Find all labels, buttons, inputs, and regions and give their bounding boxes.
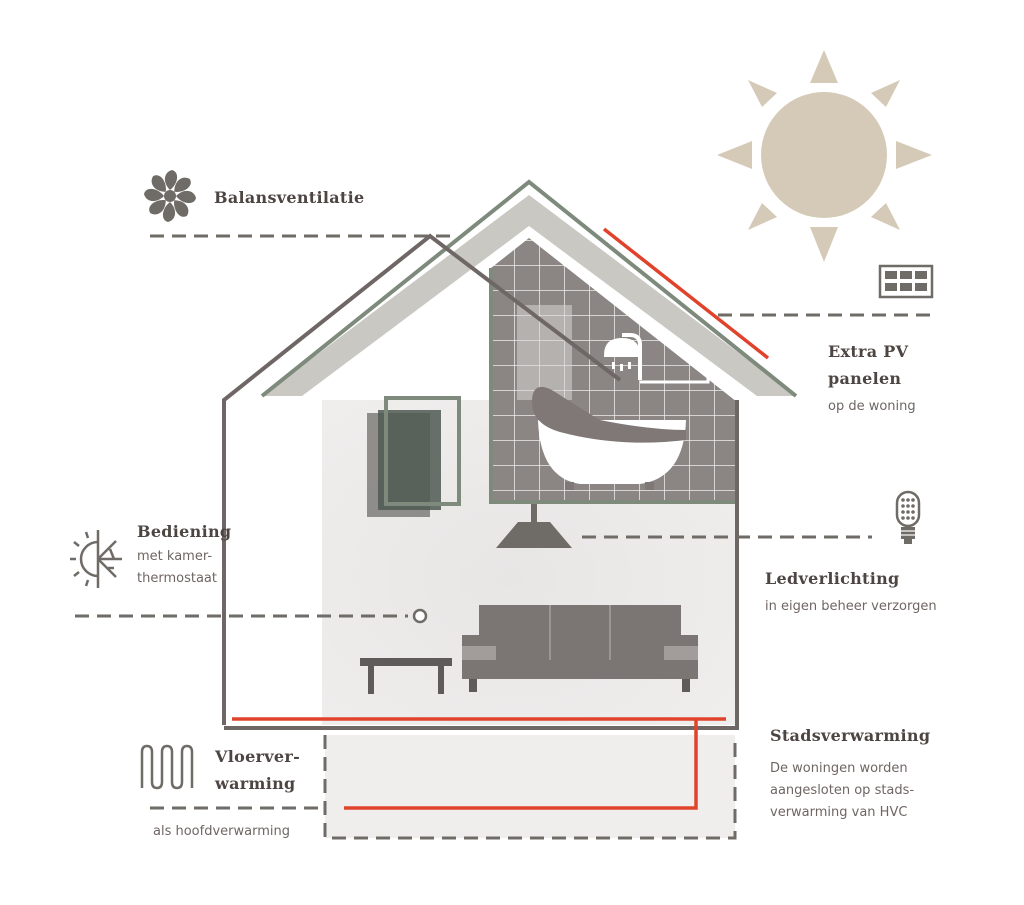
shower-icon	[603, 333, 710, 384]
label-vloer-title-line2: warming	[215, 774, 296, 793]
solar-panel-icon	[878, 264, 934, 299]
window	[367, 396, 461, 517]
ceiling-lamp-icon	[496, 504, 572, 548]
coffee-table-icon	[360, 658, 452, 694]
label-vloer-title: Vloerver- warming	[215, 743, 300, 797]
label-pv-sub: op de woning	[828, 399, 916, 414]
bathroom	[489, 238, 737, 504]
fan-icon	[144, 170, 196, 222]
house-outline-right	[224, 400, 739, 730]
leader-lines	[75, 234, 938, 810]
label-vloer-title-line1: Vloerver-	[215, 747, 301, 766]
label-bediening-sub-line2: thermostaat	[137, 571, 217, 586]
label-bediening-sub: met kamer- thermostaat	[137, 546, 217, 590]
label-stads-title: Stadsverwarming	[770, 726, 931, 745]
label-stads-sub-line1: De woningen worden	[770, 761, 908, 776]
floor-heating-icon	[140, 744, 194, 790]
label-led-title: Ledverlichting	[765, 569, 900, 588]
label-vloer-sub: als hoofdverwarming	[153, 824, 290, 839]
label-stads-sub: De woningen worden aangesloten op stads-…	[770, 758, 914, 824]
label-stads-sub-line2: aangesloten op stads-	[770, 783, 915, 798]
label-bediening-title: Bediening	[137, 522, 232, 541]
sun-icon	[717, 50, 932, 262]
sofa-icon	[462, 605, 698, 692]
led-bulb-icon	[895, 490, 921, 544]
house-outline	[222, 233, 622, 725]
label-bediening-sub-line1: met kamer-	[137, 549, 213, 564]
label-pv-title: Extra PV panelen	[828, 338, 908, 392]
label-pv-title-line1: Extra PV	[828, 342, 909, 361]
label-stads-sub-line3: verwarming van HVC	[770, 805, 908, 820]
bathtub-icon	[532, 386, 686, 490]
thermostat-icon	[70, 530, 122, 588]
heating-pipes	[232, 227, 770, 810]
basement	[323, 735, 737, 840]
label-pv-title-line2: panelen	[828, 369, 902, 388]
thermostat-dot	[412, 608, 428, 624]
label-balansventilatie: Balansventilatie	[214, 188, 365, 207]
label-led-sub: in eigen beheer verzorgen	[765, 599, 937, 614]
